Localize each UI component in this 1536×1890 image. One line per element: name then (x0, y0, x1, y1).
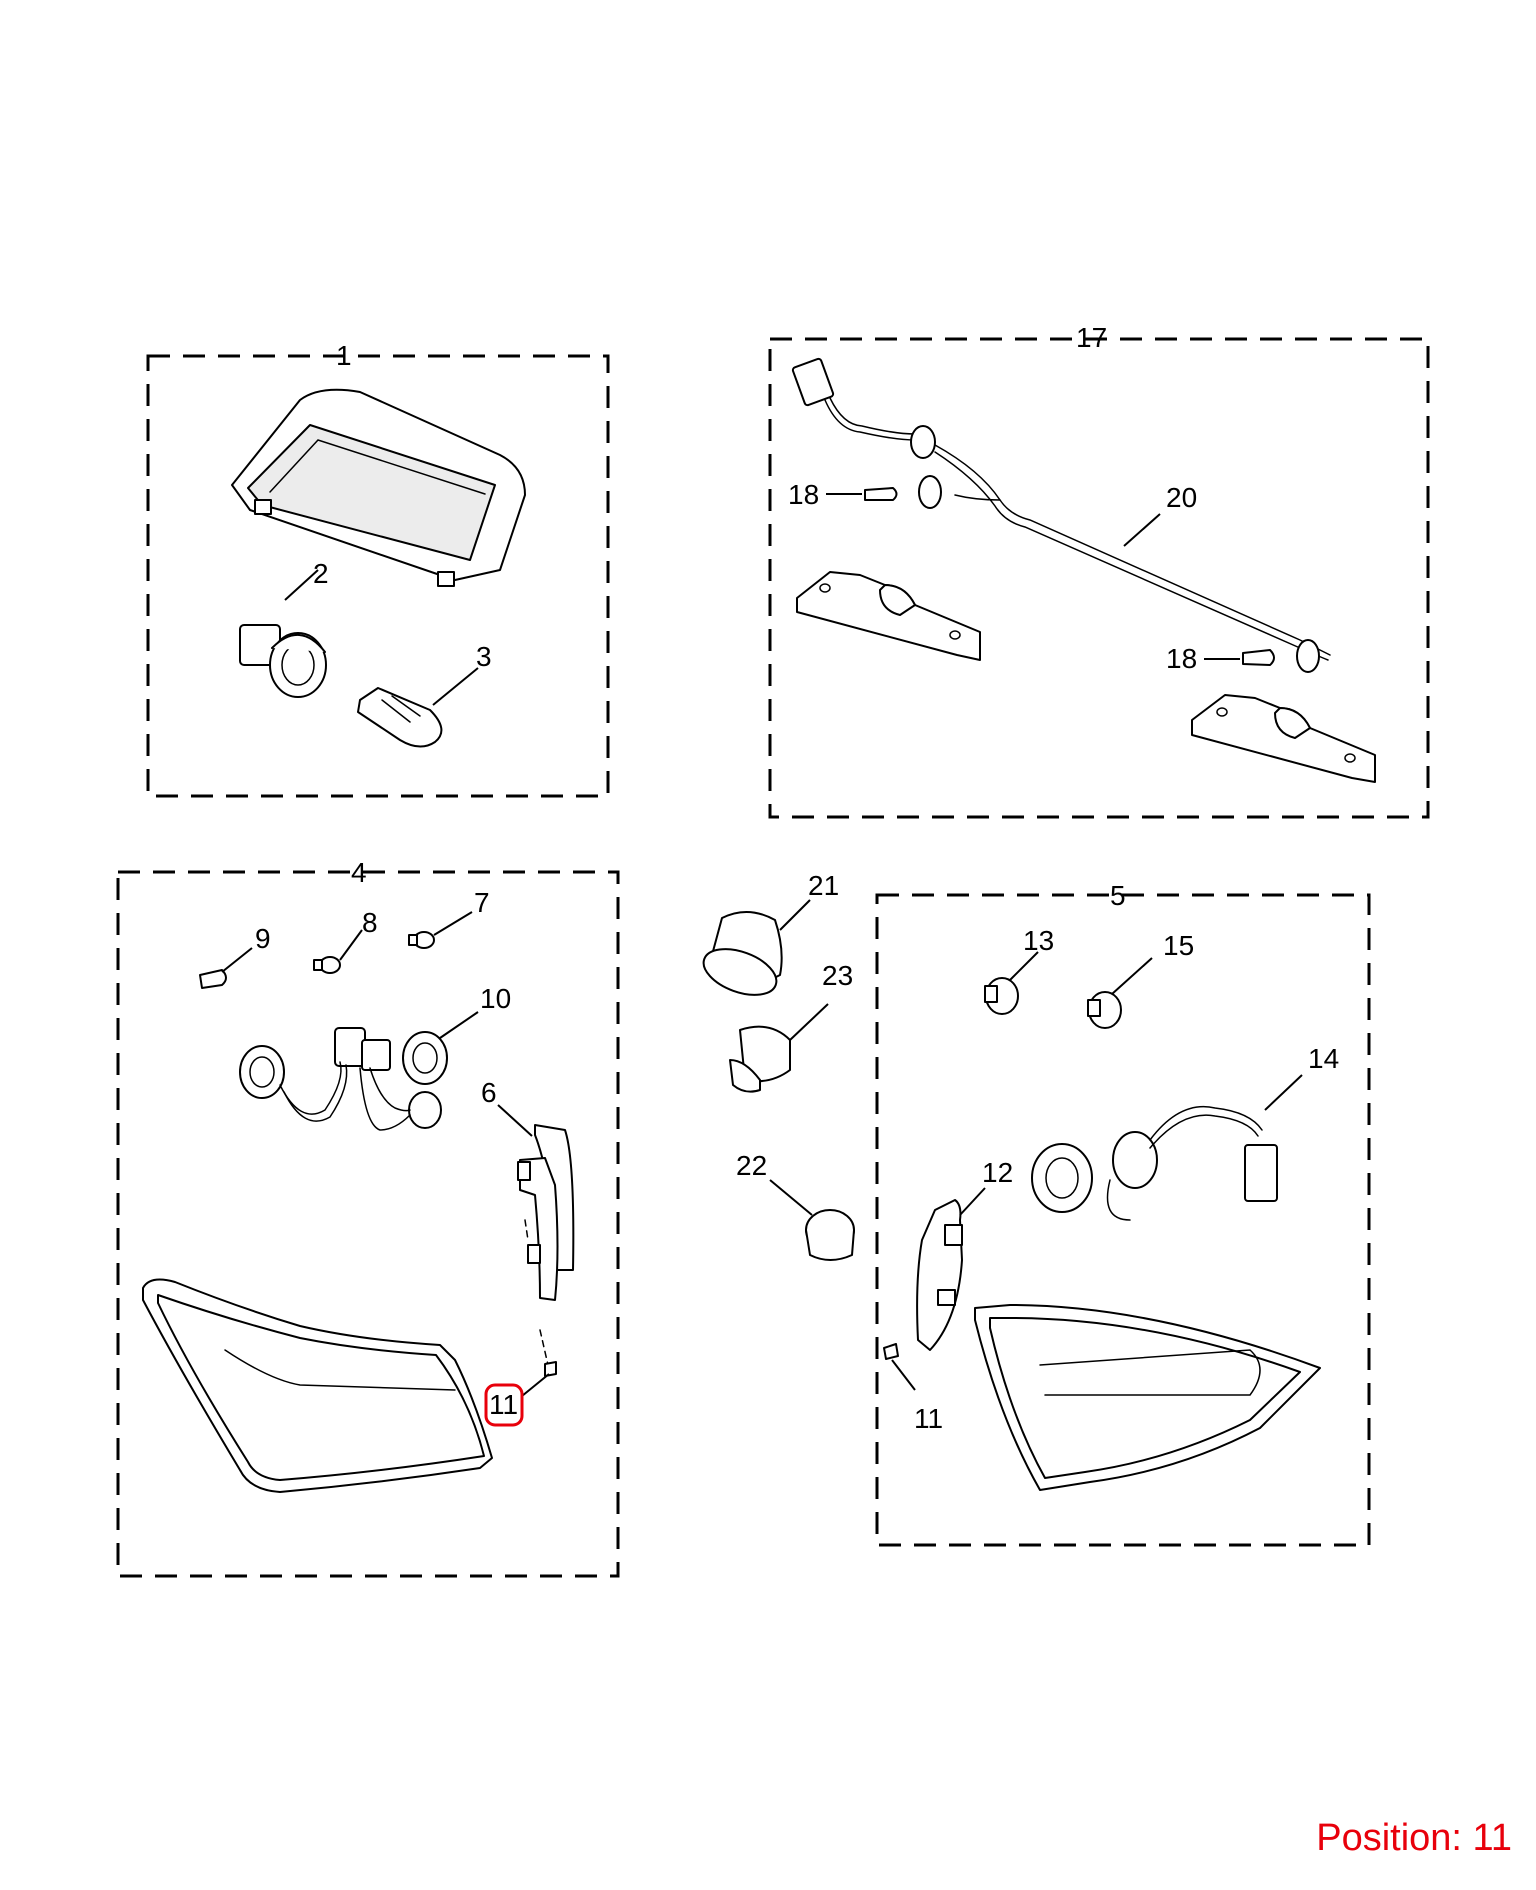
callout-12: 12 (982, 1157, 1013, 1188)
bulb-3[interactable] (357, 687, 443, 748)
callout-2: 2 (313, 558, 329, 589)
callout-18-lower: 18 (1166, 643, 1197, 674)
clip-23[interactable] (729, 1025, 791, 1093)
bulb-18-upper[interactable] (864, 487, 898, 501)
screw-11-inner[interactable] (883, 1343, 899, 1360)
bulb-7[interactable] (408, 931, 435, 949)
callout-6: 6 (481, 1077, 497, 1108)
callout-9: 9 (255, 923, 271, 954)
nut-22[interactable] (805, 1209, 855, 1261)
callout-7: 7 (474, 887, 490, 918)
callout-20: 20 (1166, 482, 1197, 513)
plate-lamp-lower[interactable] (1191, 694, 1376, 783)
group-box-5 (875, 893, 1371, 1547)
group-box-4 (116, 870, 620, 1578)
callout-8: 8 (362, 907, 378, 938)
callout-14: 14 (1308, 1043, 1339, 1074)
callout-23: 23 (822, 960, 853, 991)
callout-11-inner: 11 (914, 1403, 943, 1434)
bulb-18-lower[interactable] (1242, 649, 1275, 666)
bulb-9[interactable] (199, 969, 227, 989)
callout-18-upper: 18 (788, 479, 819, 510)
inner-tail-lamp-lens[interactable] (974, 1304, 1321, 1491)
brake-lamp-housing[interactable] (231, 388, 526, 587)
callout-17: 17 (1076, 322, 1107, 353)
position-label: Position: 11 (1316, 1817, 1512, 1859)
callout-15: 15 (1163, 930, 1194, 961)
callout-3: 3 (476, 641, 492, 672)
harness-connector-17[interactable] (791, 357, 936, 459)
mounting-bracket-6[interactable] (517, 1124, 575, 1301)
callout-5: 5 (1110, 880, 1126, 911)
wiring-harness-20[interactable] (918, 444, 1331, 673)
bulb-8[interactable] (313, 956, 341, 974)
screw-11-outer[interactable] (544, 1361, 557, 1377)
group-box-1 (146, 354, 610, 798)
callout-13: 13 (1023, 925, 1054, 956)
plate-lamp-upper[interactable] (796, 571, 981, 661)
callout-21: 21 (808, 870, 839, 901)
wiring-harness-10[interactable] (239, 1027, 448, 1131)
callout-4: 4 (351, 857, 367, 888)
group-box-17 (768, 337, 1430, 819)
bulb-13[interactable] (984, 977, 1019, 1015)
callout-10: 10 (480, 983, 511, 1014)
callout-22: 22 (736, 1150, 767, 1181)
callout-11-outer: 11 (489, 1389, 518, 1420)
lamp-socket-harness-14[interactable] (1031, 1105, 1278, 1221)
outer-tail-lamp-lens[interactable] (142, 1278, 493, 1493)
mounting-bracket-12[interactable] (916, 1199, 963, 1351)
position-highlight-box (484, 1383, 524, 1427)
grommet-21[interactable] (697, 911, 783, 1004)
bulb-15[interactable] (1087, 991, 1122, 1029)
lamp-socket-2[interactable] (239, 624, 327, 698)
callout-1: 1 (336, 340, 352, 371)
